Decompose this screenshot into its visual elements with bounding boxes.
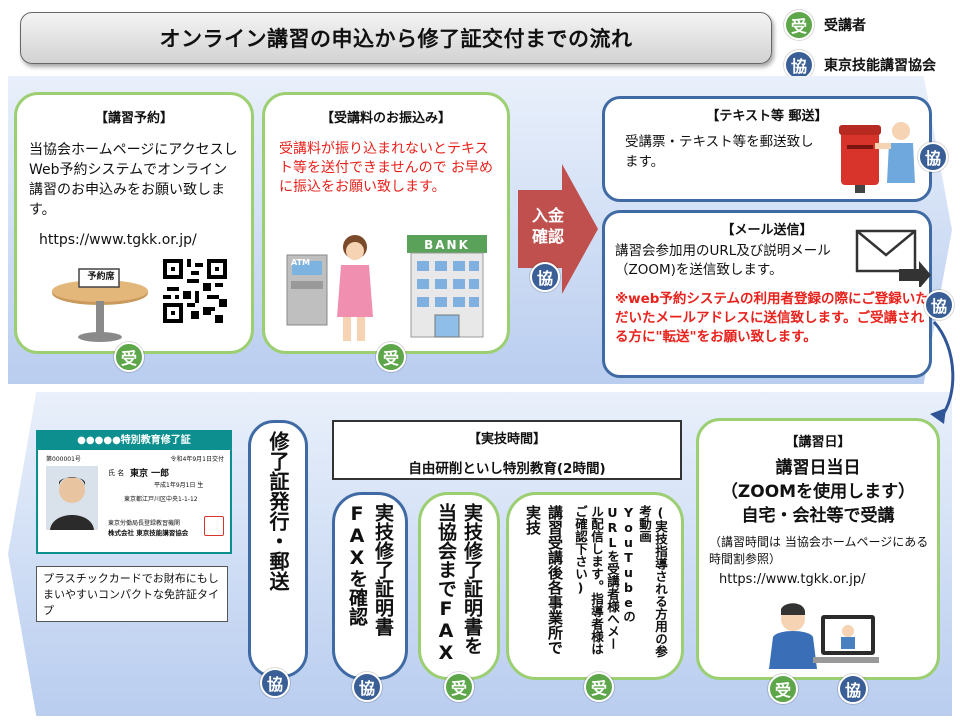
step-training-day-box: 【講習日】 講習日当日 （ZOOMを使用します） 自宅・会社等で受講 （講習時間… — [696, 418, 940, 680]
payment-confirmation-line1: 入金 — [531, 206, 564, 225]
certificate-issuance-text: 修了証発行・郵送 — [266, 431, 290, 591]
fax-confirmation-association-badge: 協 — [352, 672, 382, 702]
step-text-mailing-box: 【テキスト等 郵送】 受講票・テキスト等を郵送致します。 — [602, 96, 932, 202]
step-email-association-badge: 協 — [924, 290, 954, 320]
reservation-table-icon — [52, 268, 148, 342]
step-payment-text: 受講料が振り込まれないとテキスト等を送付できませんので お早めに振込をお願い致し… — [279, 141, 494, 195]
fax-confirmation-box: 実技修了証明書FAXを確認 — [332, 492, 408, 680]
association-badge-icon: 協 — [784, 50, 814, 80]
step-training-day-note: （講習時間は 当協会ホームページにある時間割参照） — [709, 535, 929, 566]
step-training-day-url: https://www.tgkk.or.jp/ — [719, 572, 866, 587]
certificate-name: 東京 一郎 — [130, 469, 170, 479]
reservation-sign-text: 予約席 — [87, 272, 115, 282]
step-payment-heading: 【受講料のお振込み】 — [320, 111, 451, 126]
certificate-name-label: 氏 名 — [108, 469, 125, 477]
certificate-issuance-box: 修了証発行・郵送 — [248, 420, 308, 678]
practical-time-heading: 【実技時間】 — [467, 432, 546, 447]
step-email-box: 【メール送信】 講習会参加用のURL及び説明メール（ZOOM)を送信致します。 … — [602, 210, 932, 378]
step-email-note: ※web予約システムの利用者登録の際にご登録いただいたメールアドレスに送信致しま… — [615, 291, 929, 345]
mail-send-icon — [855, 229, 931, 287]
certificate-address: 東京都江戸川区中央1-1-12 — [124, 496, 198, 503]
qr-code-icon[interactable] — [163, 259, 227, 323]
certificate-card-title: ●●●●●特別教育修了証 — [38, 432, 230, 450]
postbox-person-icon — [839, 122, 915, 193]
atm-label: ATM — [291, 258, 310, 267]
fax-to-association-trainee-badge: 受 — [444, 672, 474, 702]
fax-to-association-text: 実技修了証明書を当協会までFAX — [435, 503, 483, 664]
step-payment-box: 【受講料のお振込み】 受講料が振り込まれないとテキスト等を送付できませんので お… — [262, 92, 510, 354]
step-text-mailing-heading: 【テキスト等 郵送】 — [706, 109, 828, 124]
step-reservation-trainee-badge: 受 — [114, 342, 144, 372]
legend-item-association: 協 東京技能講習協会 — [784, 50, 936, 80]
step-payment-trainee-badge: 受 — [376, 342, 406, 372]
step-training-day-trainee-badge: 受 — [768, 674, 798, 704]
flow-connector-arrow — [930, 320, 955, 424]
payment-confirmation-line2: 確認 — [531, 227, 564, 246]
legend: 受 受講者 協 東京技能講習協会 — [784, 10, 936, 80]
practical-training-trainee-badge: 受 — [584, 672, 614, 702]
practical-training-text: 講習受講後各事業所で実技 — [524, 505, 564, 655]
practical-training-note: (実技指導される方用の参考動画 YouTubeのURLを受講者様へメール配信しま… — [573, 505, 668, 658]
legend-item-trainee: 受 受講者 — [784, 10, 936, 40]
certificate-issuer-2: 株式会社 東京技能講習協会 — [108, 529, 189, 537]
legend-label-association: 東京技能講習協会 — [824, 58, 936, 74]
bank-building-icon — [407, 235, 487, 338]
certificate-photo-icon — [46, 466, 98, 530]
practical-time-box: 【実技時間】 自由研削といし特別教育(2時間) — [332, 420, 682, 480]
atm-user-icon — [286, 235, 373, 341]
certificate-card-number: 第000001号 — [46, 456, 81, 463]
practical-time-subheading: 自由研削といし特別教育(2時間) — [408, 461, 606, 477]
practical-training-box: 講習受講後各事業所で実技 (実技指導される方用の参考動画 YouTubeのURL… — [506, 492, 684, 680]
page-title: オンライン講習の申込から修了証交付までの流れ — [20, 12, 772, 64]
certificate-issuance-association-badge: 協 — [260, 668, 290, 698]
step-reservation-box: 【講習予約】 当協会ホームページにアクセスし Web予約システムでオンライン講習… — [14, 92, 254, 354]
certificate-issuer-1: 東京労働局長登録教習機関 — [108, 520, 181, 527]
fax-to-association-box: 実技修了証明書を当協会までFAX — [418, 492, 500, 680]
step-text-mailing-association-badge: 協 — [918, 142, 948, 172]
step-training-day-association-badge: 協 — [838, 674, 868, 704]
step-email-text: 講習会参加用のURL及び説明メール（ZOOM)を送信致します。 — [615, 243, 831, 278]
trainee-badge-icon: 受 — [784, 10, 814, 40]
step-email-heading: 【メール送信】 — [721, 223, 813, 238]
step-reservation-url: https://www.tgkk.or.jp/ — [39, 232, 197, 248]
payment-confirmation-label: 入金 確認 — [524, 205, 572, 247]
step-training-day-line2: （ZOOMを使用します） — [720, 482, 916, 502]
step-reservation-text: 当協会ホームページにアクセスし Web予約システムでオンライン講習のお申込みをお… — [29, 142, 252, 218]
payment-confirmation-association-badge: 協 — [530, 262, 560, 292]
step-training-day-heading: 【講習日】 — [785, 435, 851, 450]
certificate-card-note: プラスチックカードでお財布にもしまいやすいコンパクトな免許証タイプ — [36, 566, 228, 622]
step-training-day-line3: 自宅・会社等で受講 — [741, 506, 895, 526]
certificate-birth: 平成1年9月1日 生 — [154, 482, 204, 489]
legend-label-trainee: 受講者 — [824, 18, 866, 34]
sample-certificate-card: ●●●●●特別教育修了証 第000001号 令和4年9月1日交付 氏 名 東京 … — [36, 430, 232, 554]
certificate-card-date: 令和4年9月1日交付 — [170, 456, 224, 463]
fax-confirmation-text: 実技修了証明書FAXを確認 — [346, 503, 394, 636]
online-student-icon — [769, 603, 879, 669]
certificate-seal-icon — [204, 516, 224, 536]
step-training-day-line1: 講習日当日 — [775, 458, 861, 478]
step-text-mailing-text: 受講票・テキスト等を郵送致します。 — [625, 134, 814, 170]
step-reservation-heading: 【講習予約】 — [94, 111, 173, 126]
bank-label: BANK — [424, 238, 470, 252]
